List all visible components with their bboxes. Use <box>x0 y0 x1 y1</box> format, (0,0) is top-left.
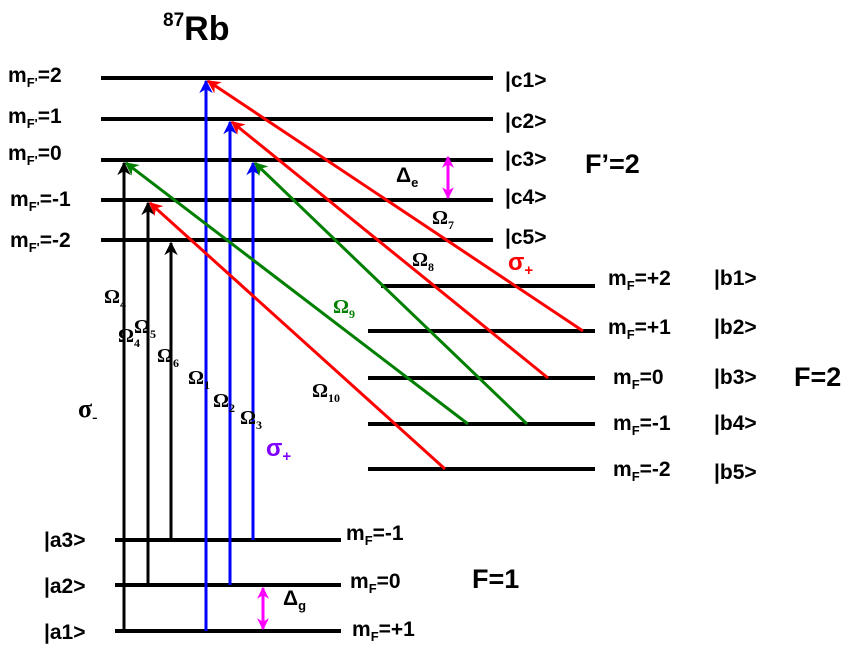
ground-kets: |a3> |a2> |a1> <box>44 529 86 644</box>
excited-m-labels: mF'=2 mF'=1 mF'=0 mF'=-1 mF'=-2 <box>8 64 71 255</box>
ket-b5: |b5> <box>714 461 757 484</box>
omega7-arrow <box>206 79 584 333</box>
sigma-plus-red-label: σ+ <box>508 249 533 279</box>
ket-c4: |c4> <box>505 186 547 209</box>
mF-ground-m1-label: mF=-1 <box>346 522 404 548</box>
omega10-arrow <box>148 201 447 471</box>
omega8-arrow <box>230 120 549 380</box>
delta-g-label: Δg <box>283 587 306 613</box>
omega9-label: Ω9 <box>333 296 355 321</box>
title-isotope: 87 <box>163 10 184 31</box>
red-transitions <box>148 79 584 471</box>
ket-a2: |a2> <box>44 575 86 598</box>
mF-prime-0-label: mF'=0 <box>8 142 62 168</box>
mF-prime-1-label: mF'=1 <box>8 105 62 131</box>
ground-m-labels: mF=-1 mF=0 mF=+1 <box>346 522 415 644</box>
mF-ground-p1-label: mF=+1 <box>352 618 415 644</box>
omega7-label: Ω7 <box>432 207 454 232</box>
omega9-arrow <box>124 161 469 426</box>
splitting-arrows <box>257 155 454 631</box>
mF-m2-label: mF=-2 <box>613 458 671 484</box>
middle-levels <box>368 284 595 471</box>
ket-b1: |b1> <box>714 267 757 290</box>
ground-manifold-label: F=1 <box>472 564 519 594</box>
mF-0-label: mF=0 <box>613 366 664 392</box>
ket-c5: |c5> <box>505 226 547 249</box>
mF-p1-label: mF=+1 <box>608 316 671 342</box>
omega6-label: Ω6 <box>157 345 179 370</box>
ket-c2: |c2> <box>505 110 547 133</box>
green-b4-c3-arrow <box>253 161 529 426</box>
ket-a1: |a1> <box>44 621 86 644</box>
ket-b3: |b3> <box>714 366 757 389</box>
ket-b2: |b2> <box>714 316 757 339</box>
diagram-title: 87Rb <box>163 10 229 48</box>
omega5-label: Ω5 <box>134 316 156 341</box>
green-transitions <box>124 161 529 426</box>
mF-prime-m1-label: mF'=-1 <box>10 188 71 214</box>
ket-c3: |c3> <box>505 148 547 171</box>
excited-manifold-label: F’=2 <box>585 149 640 179</box>
mF-prime-m2-label: mF'=-2 <box>10 229 71 255</box>
mF-m1-label: mF=-1 <box>613 412 671 438</box>
middle-manifold-label: F=2 <box>794 362 841 392</box>
ket-a3: |a3> <box>44 529 86 552</box>
delta-e-label: Δe <box>396 164 418 190</box>
sigma-minus-transitions <box>117 161 178 631</box>
sigma-minus-label: σ- <box>78 394 97 426</box>
ground-levels <box>115 538 341 633</box>
omega10-label: Ω10 <box>312 380 340 405</box>
mF-prime-2-label: mF'=2 <box>8 64 62 90</box>
omega2-label: Ω2 <box>213 390 235 415</box>
mF-p2-label: mF=+2 <box>608 267 671 293</box>
title-element: Rb <box>184 10 229 48</box>
omega3-label: Ω3 <box>240 407 262 432</box>
mF-ground-0-label: mF=0 <box>350 570 401 596</box>
excited-levels <box>101 76 493 242</box>
omega1-label: Ω1 <box>188 367 210 392</box>
omega-labels: Ω4 Ω4 Ω5 Ω6 Ω1 Ω2 Ω3 Ω7 Ω8 Ω9 Ω10 <box>104 207 454 432</box>
middle-kets: |b1> |b2> |b3> |b4> |b5> <box>714 267 757 484</box>
middle-m-labels: mF=+2 mF=+1 mF=0 mF=-1 mF=-2 <box>608 267 671 484</box>
omega4-label: Ω4 <box>104 286 126 311</box>
sigma-plus-blue-label: σ+ <box>266 435 291 465</box>
excited-kets: |c1> |c2> |c3> |c4> |c5> <box>505 69 547 249</box>
sigma-plus-transitions <box>199 79 260 631</box>
ket-c1: |c1> <box>505 69 547 92</box>
omega4-label-repeat: Ω4 <box>118 325 140 350</box>
ket-b4: |b4> <box>714 412 757 435</box>
omega8-label: Ω8 <box>412 249 434 274</box>
